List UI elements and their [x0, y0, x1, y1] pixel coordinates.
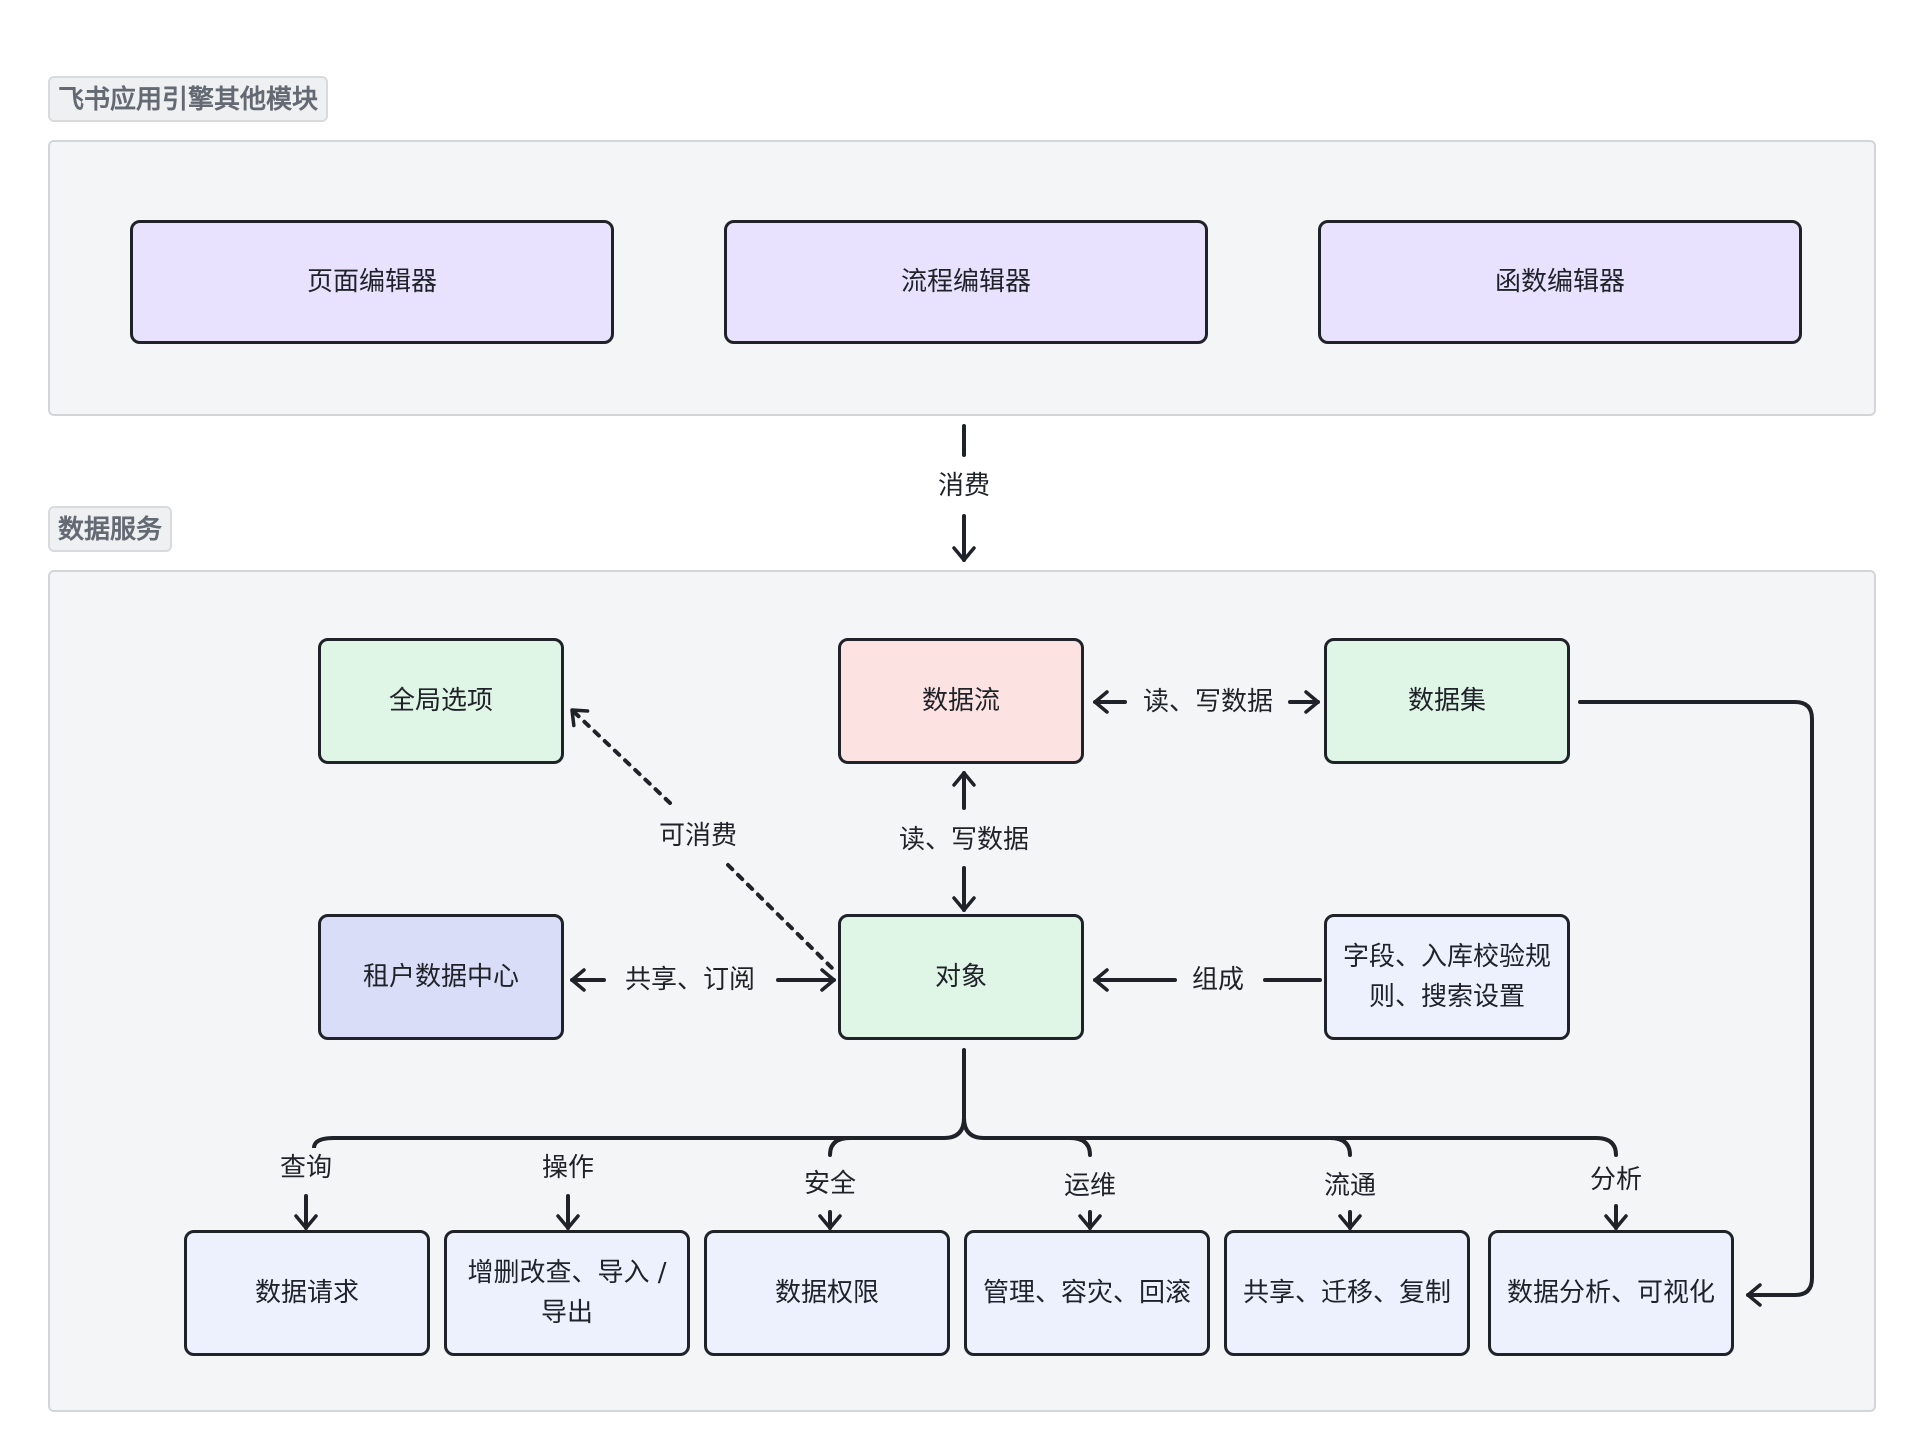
- section-label-data-service: 数据服务: [48, 506, 173, 552]
- node-label: 函数编辑器: [1494, 267, 1625, 297]
- edge-label-share-subscribe: 共享、订阅: [618, 960, 762, 1000]
- edge-label-query: 查询: [273, 1148, 339, 1188]
- edge-label-can-consume: 可消费: [652, 816, 744, 856]
- node-label: 字段、入库校验规则、搜索设置: [1342, 942, 1551, 1012]
- node-label: 数据集: [1407, 686, 1486, 716]
- node-data-permission[interactable]: 数据权限: [704, 1230, 950, 1356]
- node-label: 租户数据中心: [362, 962, 519, 992]
- node-label: 管理、容灾、回滚: [982, 1278, 1191, 1308]
- node-analysis[interactable]: 数据分析、可视化: [1488, 1230, 1734, 1356]
- edge-label-rw-dataset: 读、写数据: [1136, 682, 1280, 722]
- section-label-other-modules: 飞书应用引擎其他模块: [48, 76, 329, 122]
- edge-tree-left: [312, 1116, 966, 1150]
- edge-label-ops: 运维: [1057, 1166, 1123, 1206]
- edge-label-operate: 操作: [535, 1148, 601, 1188]
- node-function-editor[interactable]: 函数编辑器: [1318, 220, 1802, 344]
- edge-tree-circ: [1328, 1136, 1352, 1157]
- edge-dataset-analysis: [1578, 700, 1814, 1307]
- node-dataset[interactable]: 数据集: [1324, 638, 1570, 764]
- edge-label-consume: 消费: [931, 466, 997, 506]
- node-label: 数据请求: [254, 1278, 359, 1308]
- edge-label-analyze: 分析: [1583, 1160, 1649, 1200]
- node-label: 共享、迁移、复制: [1242, 1278, 1451, 1308]
- node-crud[interactable]: 增删改查、导入 / 导出: [444, 1230, 690, 1356]
- node-sharing[interactable]: 共享、迁移、复制: [1224, 1230, 1470, 1356]
- edge-can-consume-upper: [570, 708, 672, 805]
- edge-can-consume-lower: [726, 863, 836, 972]
- node-data-request[interactable]: 数据请求: [184, 1230, 430, 1356]
- edge-label-compose: 组成: [1185, 960, 1251, 1000]
- node-fields[interactable]: 字段、入库校验规则、搜索设置: [1324, 914, 1570, 1040]
- edge-tree-ops: [1068, 1136, 1092, 1157]
- node-tenant-data-center[interactable]: 租户数据中心: [318, 914, 564, 1040]
- node-management[interactable]: 管理、容灾、回滚: [964, 1230, 1210, 1356]
- node-flow-editor[interactable]: 流程编辑器: [724, 220, 1208, 344]
- node-object[interactable]: 对象: [838, 914, 1084, 1040]
- node-label: 增删改查、导入 / 导出: [467, 1258, 667, 1328]
- node-label: 数据流: [921, 686, 1000, 716]
- node-label: 全局选项: [388, 686, 493, 716]
- node-label: 对象: [934, 962, 987, 992]
- edge-tree-right: [962, 1116, 1618, 1157]
- edge-tree-security: [828, 1136, 852, 1157]
- node-page-editor[interactable]: 页面编辑器: [130, 220, 614, 344]
- node-data-flow[interactable]: 数据流: [838, 638, 1084, 764]
- node-label: 数据权限: [774, 1278, 879, 1308]
- node-global-options[interactable]: 全局选项: [318, 638, 564, 764]
- node-label: 数据分析、可视化: [1506, 1278, 1715, 1308]
- edge-label-rw-dataflow: 读、写数据: [892, 820, 1036, 860]
- edge-label-circulation: 流通: [1317, 1166, 1383, 1206]
- node-label: 页面编辑器: [306, 267, 437, 297]
- node-label: 流程编辑器: [900, 267, 1031, 297]
- edge-label-security: 安全: [797, 1164, 863, 1204]
